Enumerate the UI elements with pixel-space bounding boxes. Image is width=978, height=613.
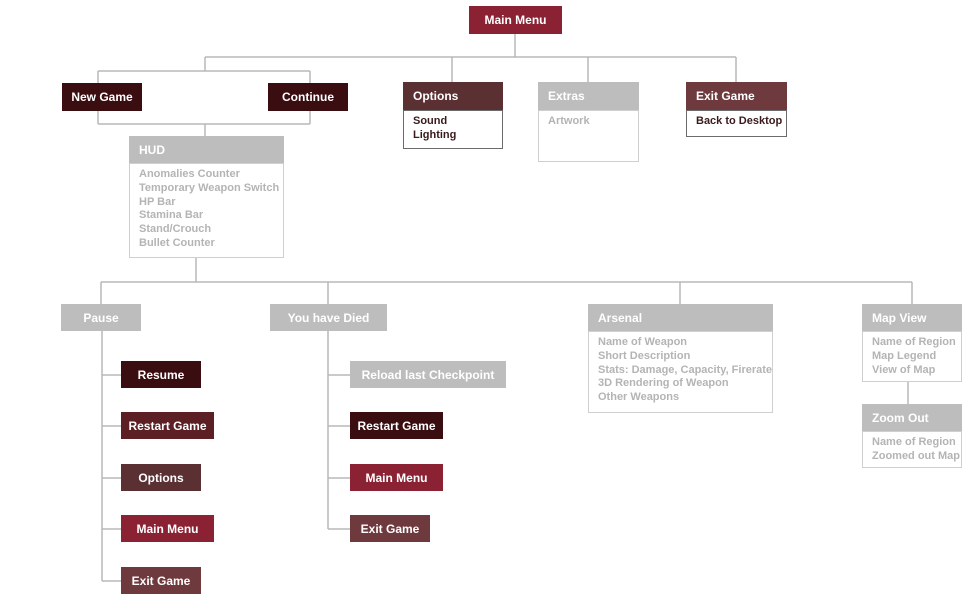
died-main-menu-node: Main Menu	[350, 464, 443, 491]
zoom-out-node: Zoom Out	[862, 404, 962, 431]
options-panel: Sound Lighting	[403, 110, 503, 149]
pause-restart-game-node: Restart Game	[121, 412, 214, 439]
arsenal-panel: Name of Weapon Short Description Stats: …	[588, 331, 773, 413]
continue-node: Continue	[268, 83, 348, 111]
extras-node: Extras	[538, 82, 639, 110]
died-exit-game-node: Exit Game	[350, 515, 430, 542]
extras-panel: Artwork	[538, 110, 639, 162]
map-view-node: Map View	[862, 304, 962, 331]
zoom-out-panel: Name of Region Zoomed out Map	[862, 431, 962, 468]
options-item-sound: Sound	[413, 115, 448, 127]
main-menu-node: Main Menu	[469, 6, 562, 34]
arsenal-item: Short Description	[598, 349, 691, 362]
pause-exit-game-node: Exit Game	[121, 567, 201, 594]
exit-game-panel: Back to Desktop	[686, 110, 787, 137]
extras-item-artwork: Artwork	[548, 115, 590, 127]
arsenal-item: 3D Rendering of Weapon	[598, 377, 729, 390]
hud-item: Anomalies Counter	[139, 168, 240, 180]
arsenal-node: Arsenal	[588, 304, 773, 331]
hud-node: HUD	[129, 136, 284, 163]
pause-node: Pause	[61, 304, 141, 331]
map-view-panel: Name of Region Map Legend View of Map	[862, 331, 962, 382]
died-node: You have Died	[270, 304, 387, 331]
exit-item-back-to-desktop: Back to Desktop	[696, 115, 783, 127]
zoom-out-item: Zoomed out Map	[872, 449, 960, 462]
hud-panel: Anomalies Counter Temporary Weapon Switc…	[129, 163, 284, 258]
new-game-node: New Game	[62, 83, 142, 111]
pause-main-menu-node: Main Menu	[121, 515, 214, 542]
hud-item: HP Bar	[139, 195, 176, 208]
pause-options-node: Options	[121, 464, 201, 491]
hud-item: Bullet Counter	[139, 236, 215, 249]
died-restart-game-node: Restart Game	[350, 412, 443, 439]
map-view-item: Map Legend	[872, 349, 937, 362]
map-view-item: Name of Region	[872, 336, 956, 348]
arsenal-item: Name of Weapon	[598, 336, 688, 348]
hud-item: Stand/Crouch	[139, 223, 212, 236]
hud-item: Temporary Weapon Switch	[139, 181, 280, 194]
map-view-item: View of Map	[872, 363, 936, 376]
arsenal-item: Other Weapons	[598, 391, 680, 404]
pause-resume-node: Resume	[121, 361, 201, 388]
options-item-lighting: Lighting	[413, 128, 457, 141]
options-node: Options	[403, 82, 503, 110]
exit-game-node: Exit Game	[686, 82, 787, 110]
died-reload-checkpoint-node: Reload last Checkpoint	[350, 361, 506, 388]
arsenal-item: Stats: Damage, Capacity, Firerate	[598, 363, 773, 376]
zoom-out-item: Name of Region	[872, 436, 956, 448]
hud-item: Stamina Bar	[139, 209, 204, 222]
